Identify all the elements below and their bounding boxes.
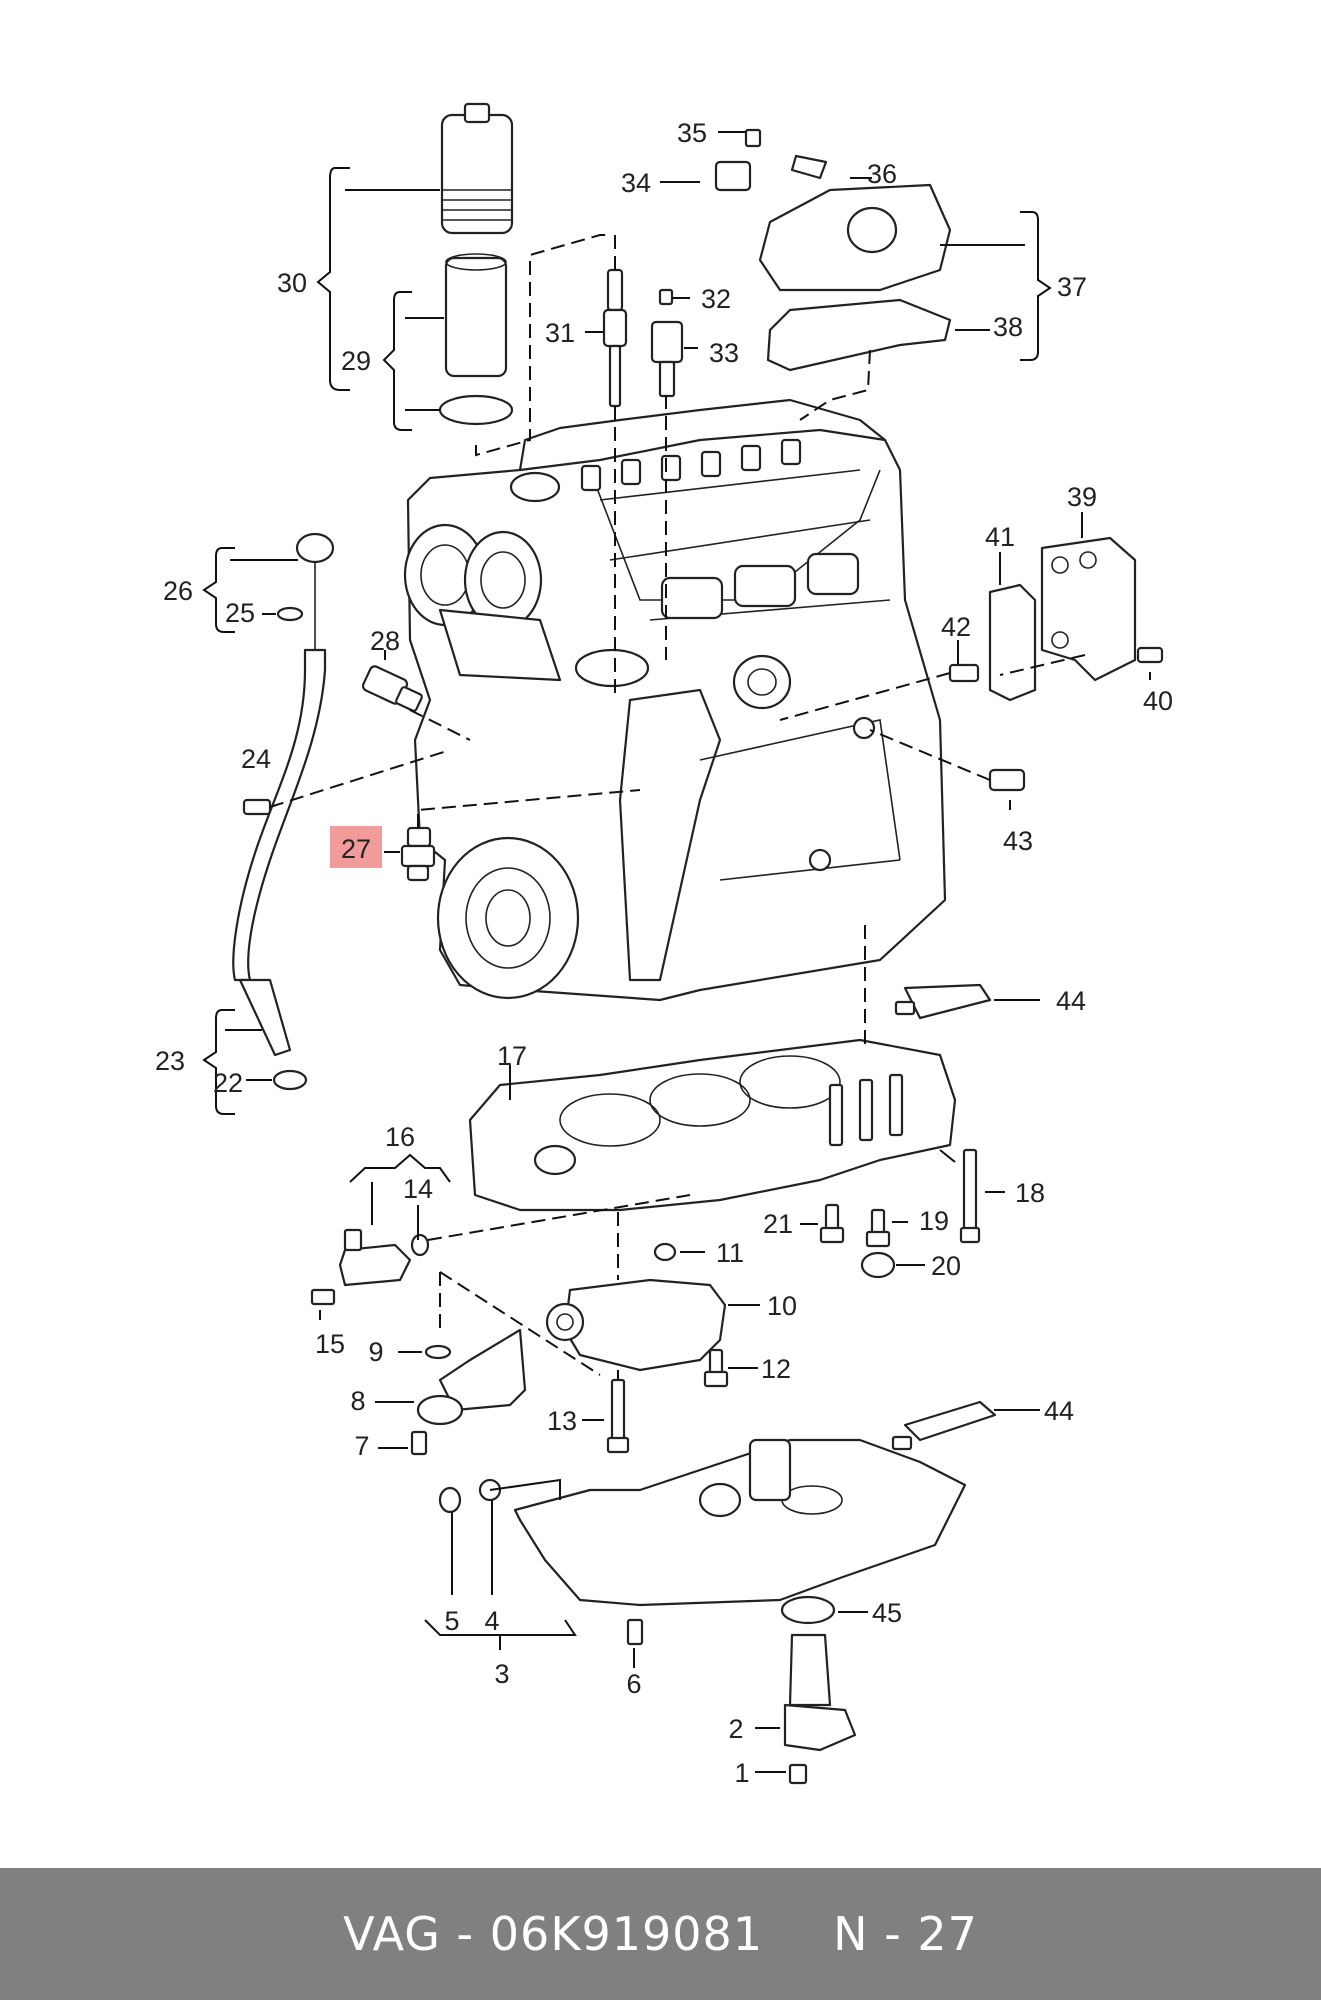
- sensor-27: [400, 826, 436, 882]
- callout-17: 17: [497, 1041, 527, 1071]
- oil-cooler: [948, 536, 1164, 792]
- oil-filter-assembly: [438, 102, 514, 426]
- callout-7: 7: [354, 1431, 369, 1461]
- footer-ref-number: 27: [917, 1907, 978, 1961]
- sealant-tube-lower: [891, 1400, 997, 1451]
- callout-38: 38: [993, 312, 1023, 342]
- callout-9: 9: [368, 1337, 383, 1367]
- callout-1: 1: [734, 1758, 749, 1788]
- callout-44-lower: 44: [1044, 1396, 1074, 1426]
- callout-42: 42: [941, 612, 971, 642]
- callout-20: 20: [931, 1251, 961, 1281]
- callout-31: 31: [545, 318, 575, 348]
- sensor-33: [650, 288, 684, 398]
- bolt-13: [606, 1378, 630, 1454]
- sealant-tube-upper: [894, 983, 992, 1020]
- callout-11: 11: [716, 1238, 744, 1268]
- callout-15: 15: [315, 1329, 345, 1359]
- callout-39: 39: [1067, 482, 1097, 512]
- callout-29: 29: [341, 346, 371, 376]
- callout-4: 4: [484, 1606, 499, 1636]
- callout-45: 45: [872, 1598, 902, 1628]
- upper-oil-pan: [468, 1038, 957, 1212]
- callout-27: 27: [341, 834, 371, 864]
- sensor-31: [602, 268, 628, 408]
- callout-34: 34: [621, 168, 651, 198]
- callout-35: 35: [677, 118, 707, 148]
- callout-18: 18: [1015, 1178, 1045, 1208]
- footer-ref-dash: -: [884, 1907, 902, 1961]
- callout-23: 23: [155, 1046, 185, 1076]
- bolt-21: [819, 1203, 845, 1244]
- callout-6: 6: [626, 1669, 641, 1699]
- callout-25: 25: [225, 598, 255, 628]
- oil-pressure-valve: [310, 1228, 430, 1306]
- callout-8: 8: [350, 1386, 365, 1416]
- lower-oil-pan: [438, 1438, 967, 1646]
- callout-13: 13: [547, 1406, 577, 1436]
- callout-26: 26: [163, 576, 193, 606]
- callout-14: 14: [403, 1174, 433, 1204]
- oil-pump: [545, 1242, 727, 1372]
- footer-ref-prefix: N: [833, 1907, 869, 1961]
- callout-27-highlight: [330, 826, 382, 868]
- callout-22: 22: [213, 1068, 243, 1098]
- callout-19: 19: [919, 1206, 949, 1236]
- bolt-19: [865, 1208, 891, 1248]
- callout-24: 24: [241, 744, 271, 774]
- callout-44-upper: 44: [1056, 986, 1086, 1016]
- bolt-18: [959, 1148, 981, 1244]
- footer-part-number: 06K919081: [489, 1907, 764, 1961]
- brace-29: [382, 291, 412, 431]
- callout-12: 12: [761, 1354, 791, 1384]
- bolt-12: [703, 1348, 729, 1388]
- oil-level-sensor: [780, 1595, 857, 1785]
- callout-41: 41: [985, 522, 1015, 552]
- oil-pickup: [410, 1328, 527, 1456]
- callout-2: 2: [728, 1714, 743, 1744]
- footer-brand: VAG: [343, 1907, 441, 1961]
- thermostat-housing: [714, 128, 952, 372]
- callout-10: 10: [767, 1291, 797, 1321]
- dipstick-assembly: [232, 532, 335, 1091]
- callouts: 1 2 3 4 5 6 7 8 9 10 11 12 13 14 15 16 1…: [155, 118, 1173, 1788]
- callout-21: 21: [763, 1209, 793, 1239]
- callout-16: 16: [385, 1122, 415, 1152]
- callout-28: 28: [370, 626, 400, 656]
- callout-36: 36: [867, 159, 897, 189]
- callout-5: 5: [444, 1606, 459, 1636]
- callout-33: 33: [709, 338, 739, 368]
- callout-40: 40: [1143, 686, 1173, 716]
- callout-3: 3: [494, 1659, 509, 1689]
- footer-dash: -: [456, 1907, 475, 1961]
- callout-32: 32: [701, 284, 731, 314]
- callout-43: 43: [1003, 826, 1033, 856]
- plug-20: [860, 1251, 896, 1279]
- engine-exploded-diagram: 1 2 3 4 5 6 7 8 9 10 11 12 13 14 15 16 1…: [155, 102, 1173, 1788]
- callout-37: 37: [1057, 272, 1087, 302]
- callout-30: 30: [277, 268, 307, 298]
- sensor-28: [361, 665, 423, 712]
- bolt-24: [242, 798, 272, 816]
- engine-block: [403, 398, 947, 1002]
- part-number-footer: VAG - 06K919081 N - 27: [0, 1868, 1321, 2000]
- brace-30: [316, 167, 350, 391]
